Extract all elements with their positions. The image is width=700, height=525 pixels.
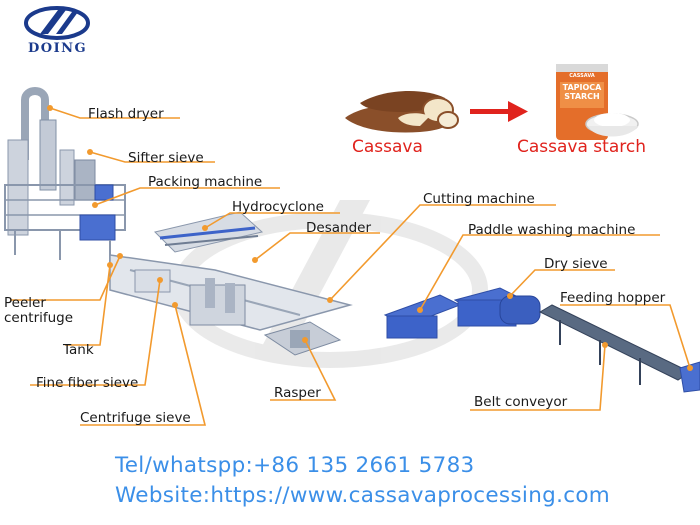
label-packing-machine: Packing machine	[148, 174, 263, 190]
arrow-right-icon	[470, 101, 528, 122]
label-centrifuge-sieve: Centrifuge sieve	[80, 410, 191, 426]
feeding-hopper-image	[679, 361, 700, 393]
tapioca-starch-bag-image	[556, 64, 639, 140]
washing-line-image	[383, 287, 541, 339]
cassava-label: Cassava	[352, 137, 423, 157]
label-desander: Desander	[306, 220, 371, 236]
hydrocyclone-rack-image	[154, 211, 264, 253]
label-dry-sieve: Dry sieve	[544, 256, 608, 272]
label-rasper: Rasper	[274, 385, 321, 401]
leader-line-dots	[47, 105, 693, 371]
bag-title-text: TAPIOCA STARCH	[562, 83, 602, 101]
cassava-starch-label: Cassava starch	[517, 137, 646, 157]
label-hydrocyclone: Hydrocyclone	[232, 199, 324, 215]
flash-dryer-image	[7, 87, 96, 236]
label-peeler-centrifuge: Peeler centrifuge	[4, 295, 74, 326]
contact-phone: Tel/whatspp:+86 135 2661 5783	[115, 453, 475, 478]
label-flash-dryer: Flash dryer	[88, 106, 164, 122]
label-fine-fiber-sieve: Fine fiber sieve	[36, 375, 139, 391]
label-belt-conveyor: Belt conveyor	[474, 394, 568, 410]
belt-conveyor-image	[538, 304, 692, 385]
main-platform-image	[109, 254, 353, 331]
contact-website[interactable]: Website:https://www.cassavaprocessing.co…	[115, 483, 611, 508]
label-paddle-washing-machine: Paddle washing machine	[468, 222, 636, 238]
bag-brand-text: CASSAVA	[569, 73, 595, 79]
label-leader-lines	[10, 107, 691, 426]
label-tank: Tank	[63, 342, 94, 358]
brand-name: DOING	[28, 41, 88, 56]
drying-platform-image	[4, 184, 126, 270]
label-cutting-machine: Cutting machine	[423, 191, 535, 207]
label-feeding-hopper: Feeding hopper	[560, 290, 666, 306]
doing-logo-icon	[24, 6, 90, 40]
label-sifter-sieve: Sifter sieve	[128, 150, 204, 166]
cassava-roots-image	[345, 91, 459, 133]
